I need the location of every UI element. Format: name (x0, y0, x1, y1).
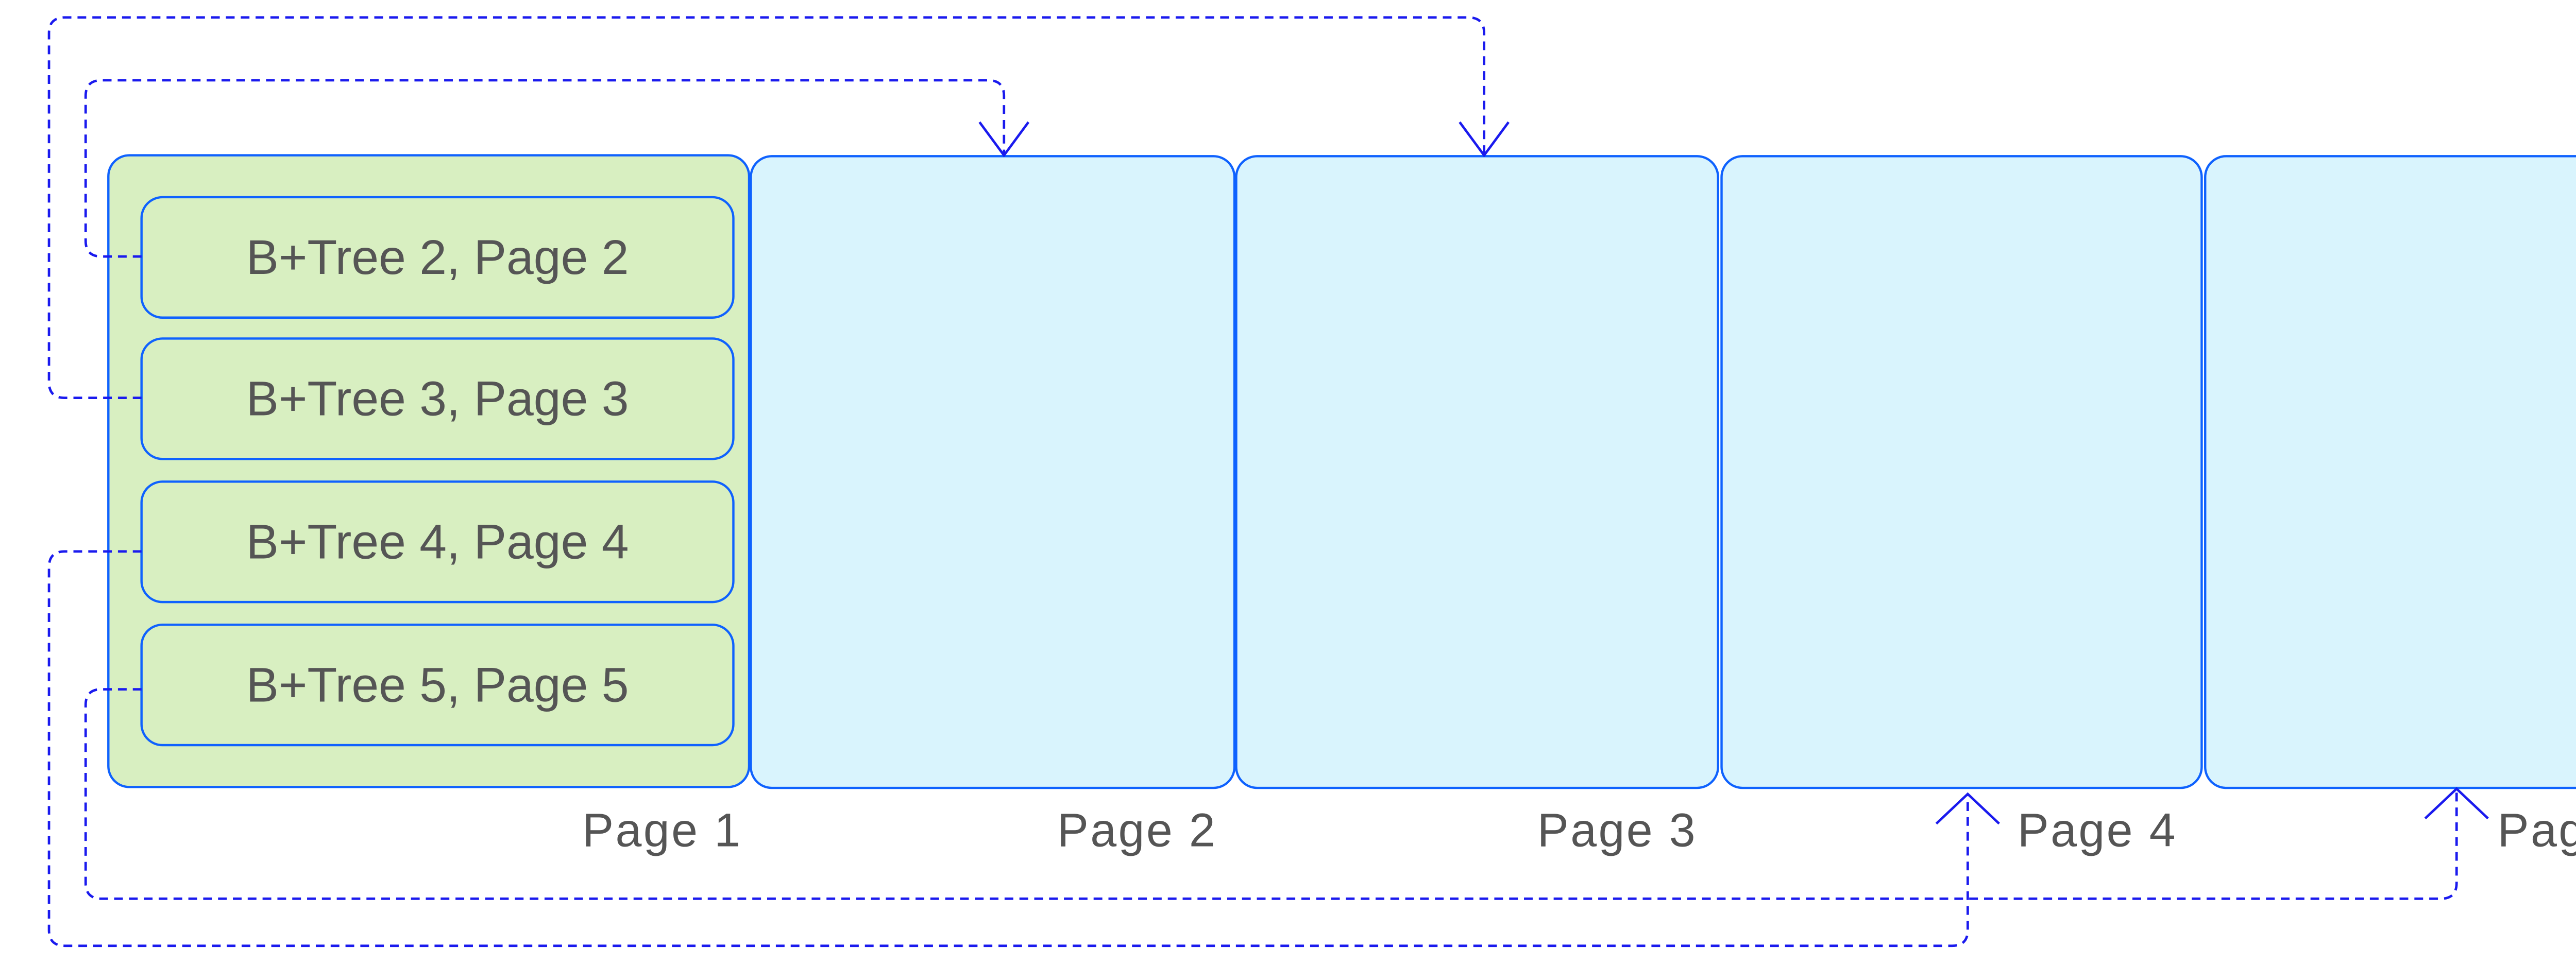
entry-label: B+Tree 2, Page 2 (246, 230, 629, 285)
page-2-label: Page 2 (1057, 804, 1217, 857)
page-1-label: Page 1 (582, 804, 742, 857)
entry-btree-3: B+Tree 3, Page 3 (140, 337, 735, 460)
page-2-box (750, 155, 1236, 789)
page-5-box (2204, 155, 2576, 789)
page-3-label: Page 3 (1537, 804, 1697, 857)
page-4-label: Page 4 (2018, 804, 2177, 857)
page-3-box (1235, 155, 1719, 789)
entry-btree-2: B+Tree 2, Page 2 (140, 196, 735, 319)
arrowhead-down-icon (978, 121, 1030, 158)
entry-btree-4: B+Tree 4, Page 4 (140, 480, 735, 604)
arrowhead-down-icon (1459, 121, 1510, 158)
arrowhead-up-icon (1935, 792, 2000, 825)
entry-label: B+Tree 4, Page 4 (246, 514, 629, 569)
entry-label: B+Tree 3, Page 3 (246, 372, 629, 426)
entry-label: B+Tree 5, Page 5 (246, 658, 629, 712)
arrowhead-up-icon (2424, 787, 2489, 820)
link-btree3-to-page3 (47, 16, 1510, 400)
link-btree4-to-page4 (47, 550, 2000, 947)
page-5-label: Page 5 (2498, 804, 2576, 857)
entry-btree-5: B+Tree 5, Page 5 (140, 623, 735, 747)
link-btree5-to-page5 (84, 688, 2489, 900)
page-4-box (1720, 155, 2203, 789)
link-btree2-to-page2 (84, 79, 1030, 258)
